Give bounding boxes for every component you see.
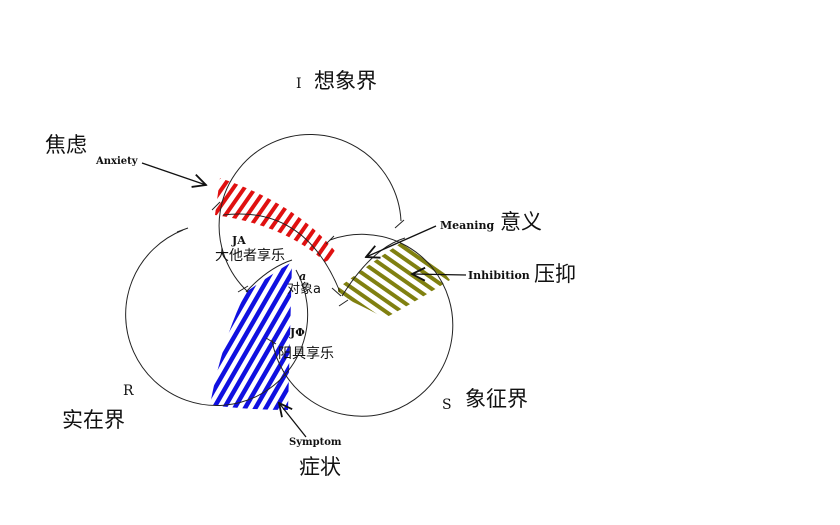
imaginary-label: 想象界: [314, 69, 377, 93]
other-jouissance-label: 大他者享乐: [215, 247, 285, 264]
symbolic-letter: S: [442, 397, 452, 413]
real-label: 实在界: [62, 408, 125, 432]
meaning-arrow: [366, 225, 437, 257]
symbolic-label: 象征界: [465, 387, 528, 411]
inner-curve-left: [245, 259, 293, 293]
anxiety-arrow: [141, 162, 206, 185]
object-a-symbol: a: [299, 270, 306, 283]
symptom-label-en: Symptom: [289, 437, 342, 448]
phallic-jouissance-symbol: JΦ: [289, 326, 305, 339]
inhibition-arrow: [412, 274, 467, 275]
inhibition-band: [338, 240, 450, 318]
inhibition-label-zh: 压抑: [534, 262, 576, 286]
symptom-arrow: [279, 403, 307, 438]
meaning-label-en: Meaning: [440, 219, 494, 232]
imaginary-letter: I: [296, 76, 302, 92]
anxiety-label-zh: 焦虑: [45, 133, 87, 157]
meaning-label-zh: 意义: [500, 210, 542, 234]
crossing-ticks: [176, 201, 405, 345]
imaginary-ring: [218, 134, 402, 293]
other-jouissance-symbol: JA: [231, 234, 246, 247]
real-ring: [125, 229, 309, 407]
symptom-label-zh: 症状: [299, 455, 341, 479]
real-letter: R: [123, 383, 134, 399]
inner-curve-top: [222, 213, 341, 293]
inhibition-label-en: Inhibition: [468, 269, 530, 282]
anxiety-label-en: Anxiety: [95, 156, 139, 167]
symptom-band: [210, 262, 292, 410]
symbolic-ring: [271, 233, 454, 417]
object-a-label: 对象a: [287, 282, 321, 297]
phallic-jouissance-label: 阳具享乐: [278, 345, 334, 362]
